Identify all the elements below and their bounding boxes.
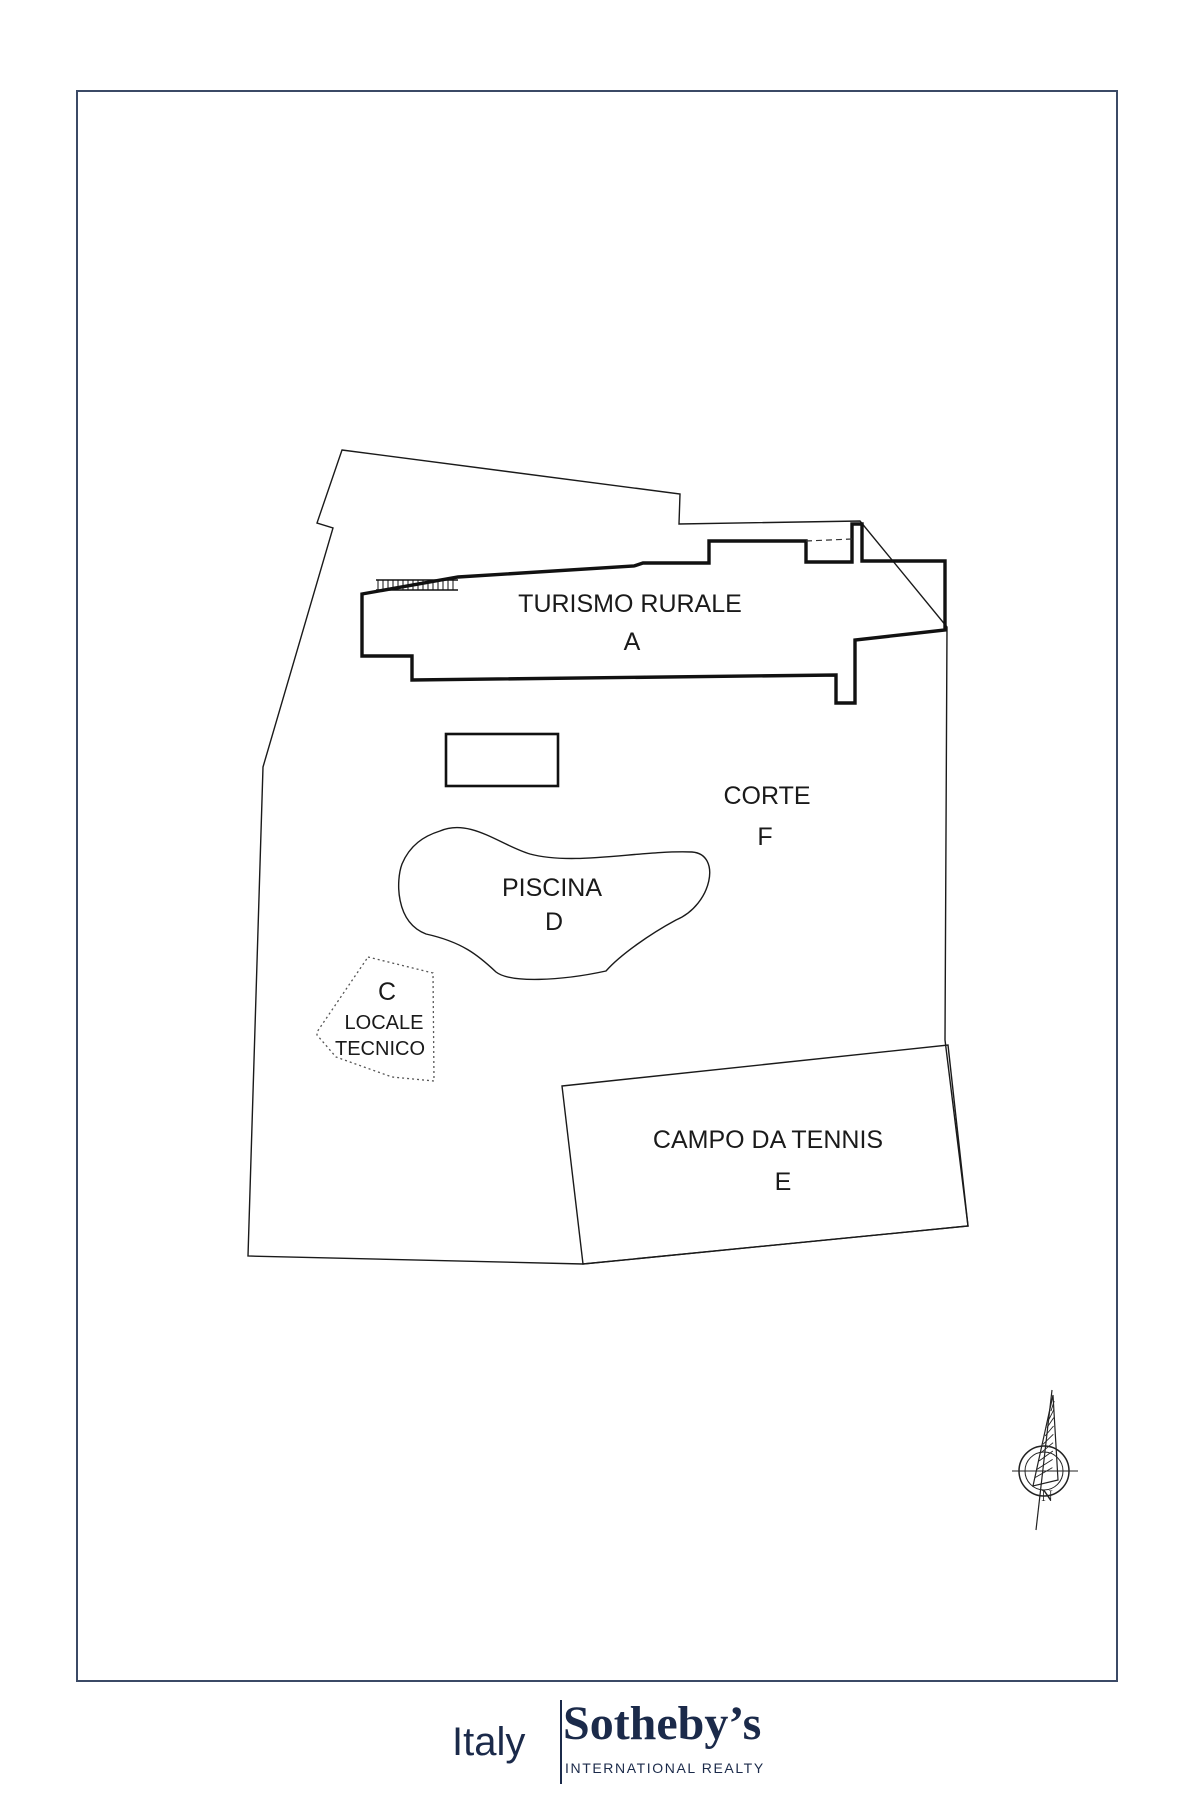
compass-hatch-line — [1038, 1450, 1054, 1462]
brand-logo: Sotheby’s — [563, 1697, 762, 1750]
compass-hatch-line — [1050, 1400, 1055, 1412]
compass-hatch-line — [1048, 1409, 1055, 1420]
sheet-border — [76, 90, 1118, 1682]
courtyard-code: F — [757, 823, 772, 851]
brand-divider — [560, 1700, 562, 1784]
tennis-court-name: CAMPO DA TENNIS — [653, 1126, 883, 1154]
pool-name: PISCINA — [502, 874, 602, 902]
tennis-court-code: E — [775, 1168, 792, 1196]
pool-d-outline — [397, 826, 711, 981]
entrance-stairs — [376, 579, 458, 591]
compass-hatch-line — [1036, 1458, 1053, 1470]
tennis-court-e-outline — [561, 1044, 969, 1265]
outbuilding-rectangle — [444, 732, 560, 788]
north-compass-icon: N — [1012, 1389, 1078, 1531]
building-a-dashed-annex — [805, 538, 853, 542]
compass-hatch-line — [1034, 1467, 1053, 1479]
building-a-code: A — [624, 628, 641, 656]
compass-north-letter: N — [1041, 1488, 1053, 1505]
compass-hatch-line — [1044, 1425, 1054, 1437]
tech-room-name-line2: TECNICO — [335, 1038, 425, 1060]
tech-room-name-line1: LOCALE — [345, 1012, 424, 1034]
compass-hatch-line — [1046, 1417, 1055, 1428]
pool-code: D — [545, 908, 563, 936]
tech-room-code: C — [378, 978, 396, 1006]
footer-branding: Italy Sotheby’s INTERNATIONAL REALTY — [0, 1690, 1200, 1790]
courtyard-name: CORTE — [723, 782, 810, 810]
technical-room-c-outline — [316, 956, 435, 1082]
compass-hatch-line — [1042, 1434, 1054, 1445]
building-a-name: TURISMO RURALE — [518, 590, 742, 618]
brand-region: Italy — [452, 1720, 526, 1764]
building-a-outline — [360, 522, 947, 705]
compass-hatch-line — [1040, 1442, 1054, 1454]
brand-subtitle: INTERNATIONAL REALTY — [565, 1760, 765, 1776]
